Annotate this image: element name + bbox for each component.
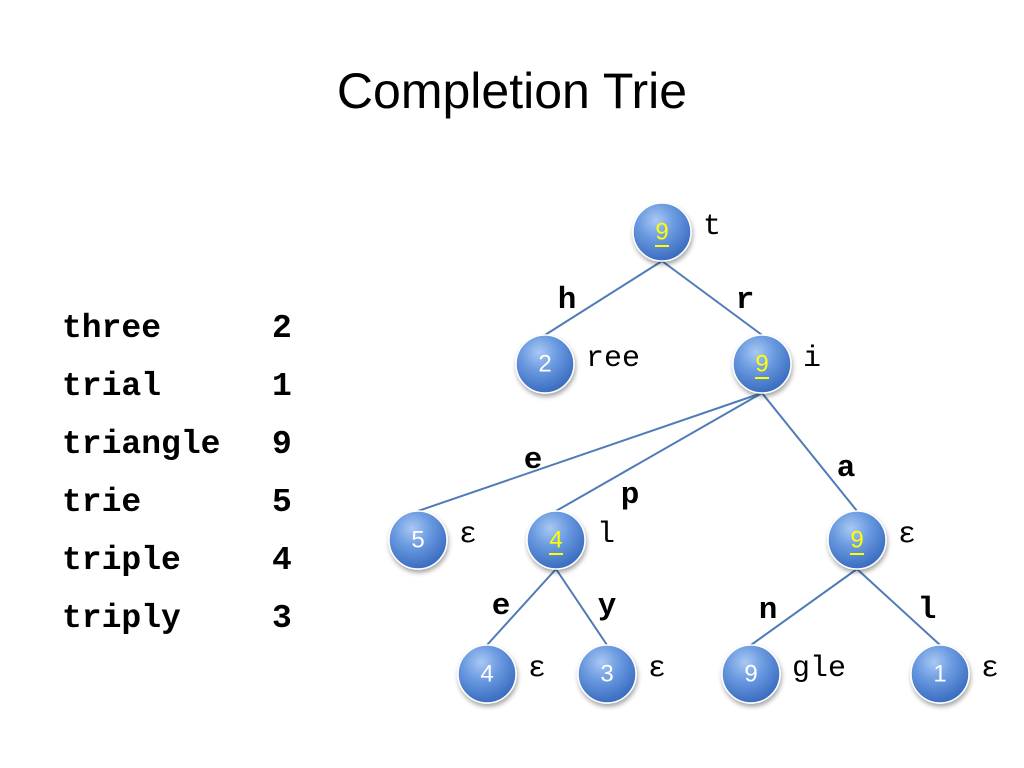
trie-node-suffix: l [597, 518, 615, 552]
word-count: 5 [272, 484, 292, 521]
word: three [62, 310, 162, 347]
trie-edge-root-hree [544, 260, 663, 336]
trie-node-circle [632, 202, 692, 262]
slide-title: Completion Trie [336, 63, 688, 119]
word-count: 2 [272, 310, 292, 347]
word-row: triangle 9 [62, 416, 302, 474]
trie-node-count: 4 [480, 660, 493, 687]
word-row: trial 1 [62, 358, 302, 416]
trie-node-circle [827, 510, 887, 570]
word-count: 1 [272, 368, 292, 405]
trie-node-circle [577, 644, 637, 704]
trie-edge-ri-ria [761, 392, 858, 512]
trie-node-count: 9 [755, 350, 768, 377]
trie-node-rian: 9 gle [721, 644, 846, 704]
word-count: 3 [272, 600, 292, 637]
trie-edge-ria-rian [750, 568, 858, 646]
trie-node-count: 4 [549, 526, 562, 553]
word-row: triple 4 [62, 532, 302, 590]
trie-node-circle [526, 510, 586, 570]
trie-node-count: 9 [850, 526, 863, 553]
word: triple [62, 542, 181, 579]
trie-node-suffix: ε [981, 652, 999, 686]
trie-node-count: 3 [600, 660, 613, 687]
trie-node-suffix: ε [898, 518, 916, 552]
trie-node-circle [721, 644, 781, 704]
trie-node-suffix: ε [648, 652, 666, 686]
trie-edge-ripl-riple [486, 568, 557, 646]
trie-node-count: 2 [538, 350, 551, 377]
word: triply [62, 600, 181, 637]
word-row: triply 3 [62, 590, 302, 648]
trie-edge-label: r [736, 283, 755, 318]
trie-node-suffix: i [803, 342, 821, 376]
word-count-list: three 2 trial 1 triangle 9 trie 5 triple… [62, 300, 302, 648]
trie-edge-ripl-riply [555, 568, 608, 646]
trie-edge-label: n [759, 593, 778, 628]
word-count: 9 [272, 426, 292, 463]
word: trie [62, 484, 142, 521]
trie-edge-label: h [558, 283, 577, 318]
word-row: trie 5 [62, 474, 302, 532]
trie-node-circle [732, 334, 792, 394]
trie-edge-ri-rie [417, 392, 763, 512]
word: triangle [62, 426, 221, 463]
word: trial [62, 368, 162, 405]
trie-edge-label: p [621, 478, 640, 513]
trie-node-circle [457, 644, 517, 704]
trie-node-count: 9 [655, 218, 668, 245]
trie-edge-label: l [918, 593, 937, 628]
trie-node-suffix: ree [586, 342, 640, 376]
word-row: three 2 [62, 300, 302, 358]
trie-edge-root-ri [661, 260, 763, 336]
trie-node-suffix: gle [792, 652, 846, 686]
trie-node-suffix: ε [528, 652, 546, 686]
trie-node-count: 1 [933, 660, 946, 687]
trie-node-circle [515, 334, 575, 394]
trie-edge-ria-rial [856, 568, 941, 646]
word-count: 4 [272, 542, 292, 579]
trie-node-count: 9 [744, 660, 757, 687]
trie-node-hree: 2 ree [515, 334, 640, 394]
trie-edge-ri-ripl [555, 392, 763, 512]
trie-edge-label: y [598, 589, 617, 624]
trie-node-suffix: t [703, 210, 721, 244]
trie-node-circle [910, 644, 970, 704]
trie-edge-label: e [524, 443, 543, 478]
trie-edge-label: a [837, 451, 856, 486]
trie-node-circle [388, 510, 448, 570]
trie-edge-label: e [492, 589, 511, 624]
trie-node-suffix: ε [459, 518, 477, 552]
trie-node-count: 5 [411, 526, 424, 553]
